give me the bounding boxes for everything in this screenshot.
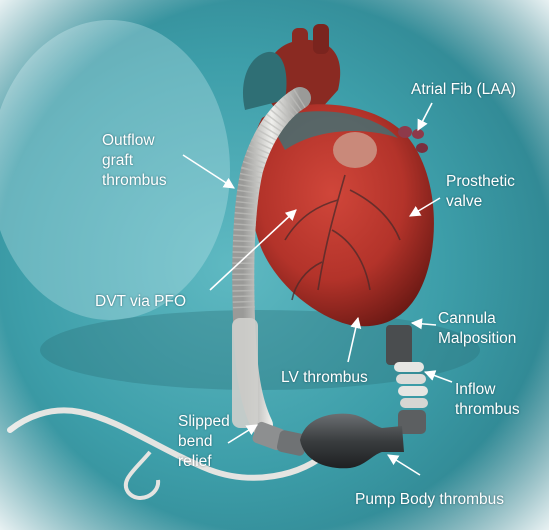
label-cannula-malposition: Cannula Malposition [438,309,516,349]
label-slipped-bend-relief: Slipped bend relief [178,412,230,472]
label-dvt-via-pfo: DVT via PFO [95,292,186,312]
label-pump-body-thrombus: Pump Body thrombus [355,490,504,510]
label-atrial-fib: Atrial Fib (LAA) [411,80,516,100]
label-prosthetic-valve: Prosthetic valve [446,172,515,212]
label-lv-thrombus: LV thrombus [281,368,368,388]
label-inflow-thrombus: Inflow thrombus [455,380,520,420]
label-outflow-graft-thrombus: Outflow graft thrombus [102,131,167,191]
